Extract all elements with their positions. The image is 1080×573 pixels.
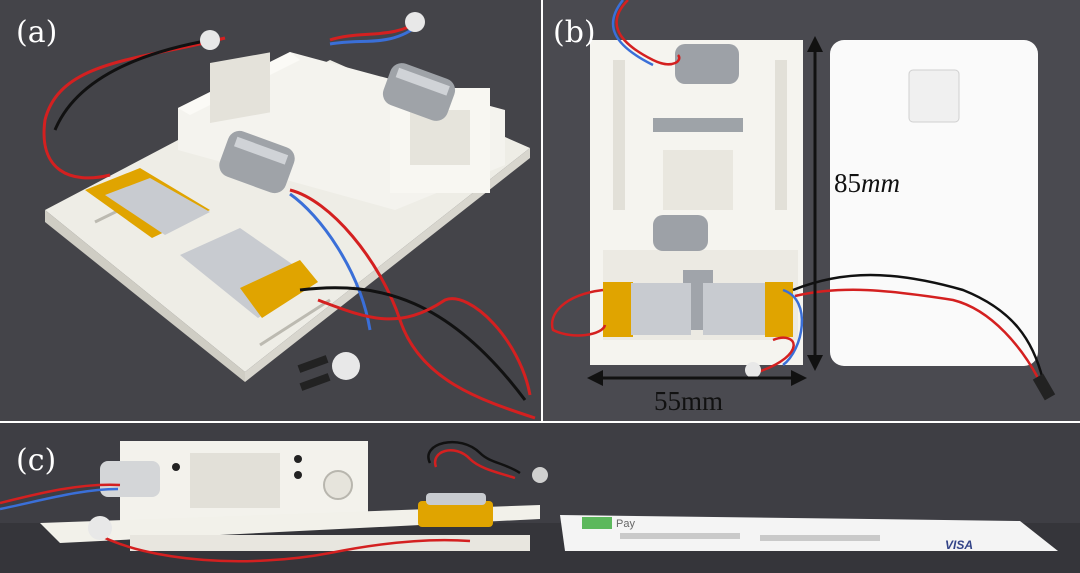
height-dimension-arrow [807, 36, 823, 371]
width-dimension-label: 55mm [654, 386, 724, 416]
robot-angled-view [0, 0, 541, 421]
motor-left [219, 130, 295, 194]
battery-side [418, 501, 493, 527]
motor-top [675, 44, 739, 84]
credit-card-side [560, 515, 1058, 551]
credit-card [830, 40, 1038, 366]
card-brand-text: VISA [945, 538, 973, 552]
panel-b-label: (b) [553, 15, 596, 50]
robot-side-view: Pay VISA [0, 423, 1080, 573]
motor-bottom [653, 215, 708, 251]
panel-a-photo [0, 0, 541, 421]
panel-b-photo [543, 0, 1080, 421]
robot-top-view [543, 0, 1080, 421]
motor-right [382, 63, 456, 121]
width-dimension-arrow [587, 370, 807, 386]
panel-c-label: (c) [16, 443, 57, 478]
battery-right [180, 228, 318, 318]
height-unit: mm [861, 168, 900, 198]
height-dimension-label: 85mm [834, 170, 900, 197]
panel-a-label: (a) [16, 15, 58, 50]
height-value: 85 [834, 168, 861, 198]
vertical-separator [541, 0, 543, 421]
base-side [40, 505, 540, 543]
battery-pair [603, 282, 793, 337]
card-pay-text: Pay [616, 518, 635, 530]
battery-left [85, 168, 210, 238]
panel-c-photo: Pay VISA [0, 423, 1080, 573]
horizontal-separator [0, 421, 1080, 423]
